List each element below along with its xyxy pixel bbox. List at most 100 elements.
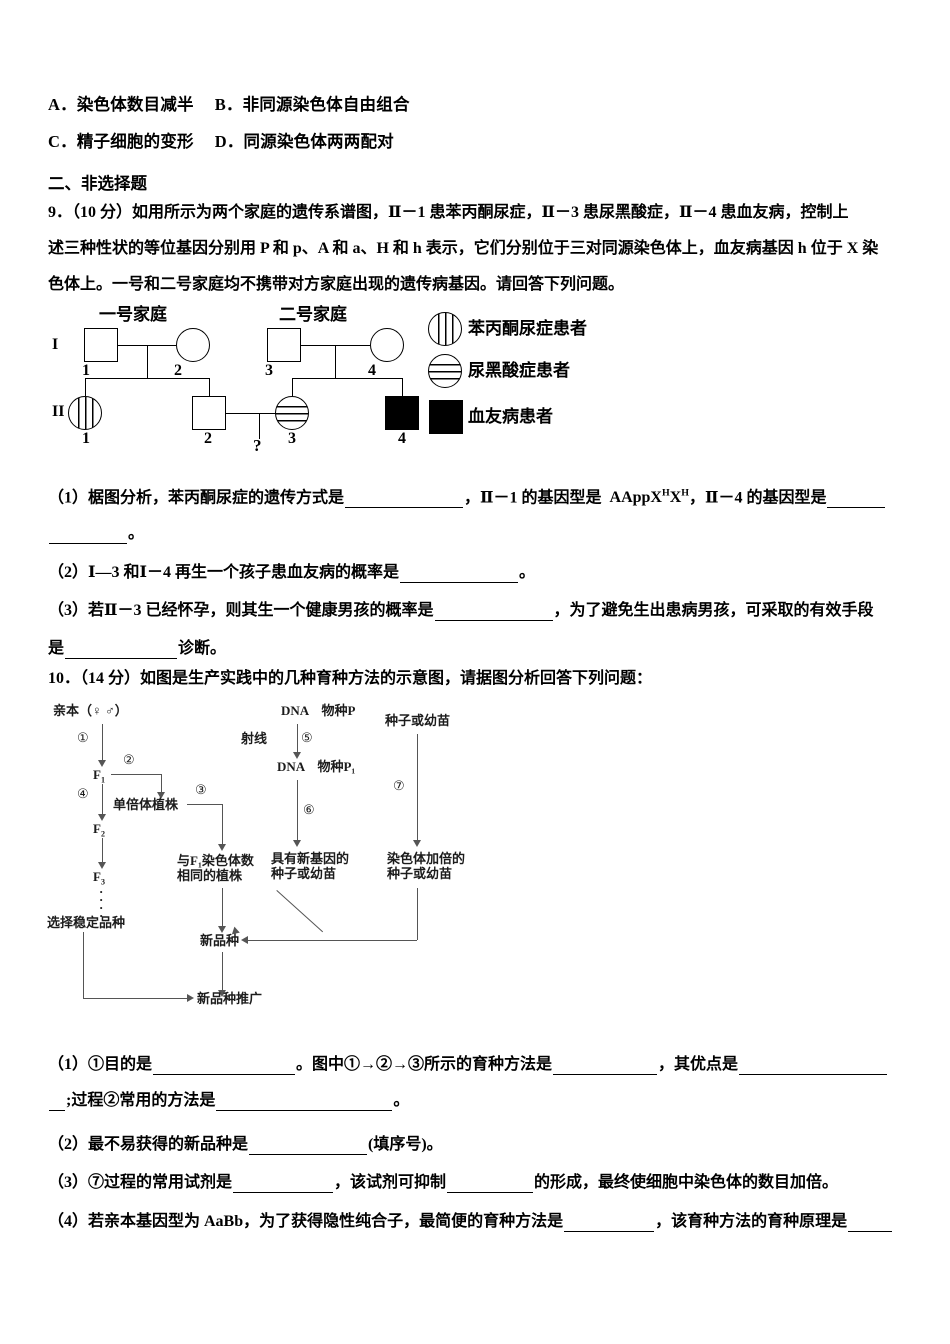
arrowhead-step-5 [292,752,301,759]
arrow-doubled-to-new-variety-vertical [417,888,418,940]
pedigree-number-II-3: 3 [288,430,296,447]
descent-stem-f2 [335,345,336,378]
pedigree-number-I-3: 3 [265,362,273,379]
descent-stem-f1 [147,345,148,378]
step-label-5: ⑤ [301,730,313,745]
q10-sub3-text-c: 的形成，最终使细胞中染色体的数目加倍。 [534,1174,839,1191]
node-new-variety: 新品种 [200,933,240,948]
continuation-dots: ···· [99,884,104,924]
sibship-bar-f2 [292,378,402,379]
legend-label-pku: 苯丙酮尿症患者 [468,319,587,338]
pedigree-symbol-II-3 [275,396,309,430]
q9-sub2-blank[interactable] [399,567,518,583]
pedigree-symbol-I-3 [267,328,301,362]
node-dna-species-p1: DNA 物种P₁ [277,759,356,774]
arrow-step-6 [297,780,298,842]
sibship-bar-f1 [85,378,209,379]
q10-sub1-blank-1[interactable] [153,1059,296,1075]
arrow-step-5 [297,724,298,754]
q9-sub3-blank-2[interactable] [65,643,178,659]
sibship-drop-II-2 [209,378,210,396]
q9-stem-line-2: 述三种性状的等位基因分别用 P 和 p、A 和 a、H 和 h 表示，它们分别位… [48,240,879,257]
generation-label-1: I [52,336,59,353]
q9-sub3-text-a: （3）若Ⅱ－3 已经怀孕，则其生一个健康男孩的概率是 [48,602,434,619]
node-new-gene-seedling: 具有新基因的 种子或幼苗 [271,851,350,881]
node-haploid-plant: 单倍体植株 [113,797,179,812]
q9-sub3-blank-1[interactable] [434,605,553,621]
q10-sub4-blank-1[interactable] [564,1216,655,1232]
q10-sub4-blank-2[interactable] [848,1216,893,1232]
arrowhead-f2-f3 [97,862,106,869]
choice-line-ab: A．染色体数目减半 B．非同源染色体自由组合 [48,95,410,114]
step-label-7: ⑦ [393,778,405,793]
family-2-title: 二号家庭 [279,305,347,324]
q10-sub1-line-2: ;过程②常用的方法是。 [48,1091,928,1111]
arrowhead-step-7 [412,840,421,847]
arrow-step-2-horizontal [111,774,161,775]
q10-sub1-text-b: 。图中①→②→③所示的育种方法是 [296,1056,553,1073]
q9-sub1-blank-1[interactable] [345,492,464,509]
q10-sub1-blank-3-cont[interactable] [49,1095,65,1111]
q9-stem-line-3: 色体上。一号和二号家庭均不携带对方家庭出现的遗传病基因。请回答下列问题。 [48,276,625,293]
arrow-step-7 [417,734,418,842]
pedigree-symbol-II-4 [385,396,419,430]
arrow-stable-to-promote-vertical [83,932,84,998]
pedigree-legend: 苯丙酮尿症患者 尿黑酸症患者 血友病患者 [428,312,638,452]
node-f3: F3 [93,869,105,887]
q9-sub1-line-2: 。 [48,524,928,544]
pedigree-number-I-1: 1 [82,362,90,379]
arrow-stable-to-promote-horizontal [83,998,189,999]
offspring-question-mark: ? [253,436,262,455]
q10-sub1-blank-4[interactable] [216,1095,393,1111]
pedigree-number-II-1: 1 [82,430,90,447]
sibship-drop-II-3 [292,378,293,396]
arrowhead-step-4 [97,814,106,821]
pedigree-number-I-2: 2 [174,362,182,379]
arrow-to-new-variety [222,888,223,928]
q10-sub1-blank-2[interactable] [553,1059,658,1075]
node-ray: 射线 [241,731,268,746]
q10-sub2-text-a: （2）最不易获得的新品种是 [48,1136,249,1153]
arrow-new-variety-to-promote [222,952,223,992]
q10-sub2-blank[interactable] [249,1139,368,1155]
legend-label-hemophilia: 血友病患者 [468,407,553,426]
arrow-f2-f3 [102,838,103,864]
section-heading-non-choice: 二、非选择题 [48,174,147,193]
node-chromosome-doubled-seedling: 染色体加倍的 种子或幼苗 [387,851,466,881]
arrowhead-step-6 [292,840,301,847]
sibship-drop-II-1 [85,378,86,396]
choice-line-cd: C．精子细胞的变形 D．同源染色体两两配对 [48,132,394,151]
step-label-1: ① [77,730,89,745]
arrow-doubled-to-new-variety-horizontal [247,940,417,941]
q9-sub1-text-b: ，Ⅱ－1 的基因型是 [464,489,602,507]
q10-sub3-line: （3）⑦过程的常用试剂是，该试剂可抑制的形成，最终使细胞中染色体的数目加倍。 [48,1173,928,1193]
generation-label-2: II [52,403,65,420]
q9-sub1-period: 。 [128,525,145,542]
q10-sub1-blank-3[interactable] [739,1059,888,1075]
q9-sub3-tail: 诊断。 [178,640,227,657]
q10-sub1-tail: 。 [393,1092,410,1109]
pedigree-number-II-2: 2 [204,430,212,447]
arrowhead-step-1 [97,760,106,767]
arrow-step-4 [102,784,103,816]
arrowhead-to-new-variety [217,926,226,933]
alkaptonuria-symbol-icon [428,354,462,388]
q9-sub1-text-a: （1）椐图分析，苯丙酮尿症的遗传方式是 [48,489,345,507]
q9-sub1-blank-2[interactable] [827,492,886,509]
arrow-step-1 [102,724,103,762]
arrow-step-2-vertical [161,774,162,794]
q9-sub1-blank-2-cont[interactable] [49,528,127,544]
q10-sub2-text-b: (填序号)。 [368,1136,443,1153]
q10-sub4-line: （4）若亲本基因型为 AaBb，为了获得隐性纯合子，最简便的育种方法是，该育种方… [48,1212,928,1232]
step-label-3: ③ [195,782,207,797]
q10-sub3-blank-2[interactable] [447,1177,534,1193]
arrow-step-3-vertical [222,804,223,846]
q10-sub2-line: （2）最不易获得的新品种是 (填序号)。 [48,1135,928,1155]
breeding-methods-diagram: 亲本（♀ ♂） ① F1 ② ④ F2 F3 ···· 选择稳定品种 单倍体 [45,702,565,1032]
q10-sub3-blank-1[interactable] [233,1177,334,1193]
q9-sub3-text-c: 是 [48,640,65,657]
arrowhead-stable-to-promote [187,993,194,1002]
node-parent: 亲本（♀ ♂） [53,703,128,718]
node-promote-new-variety: 新品种推广 [197,991,263,1006]
